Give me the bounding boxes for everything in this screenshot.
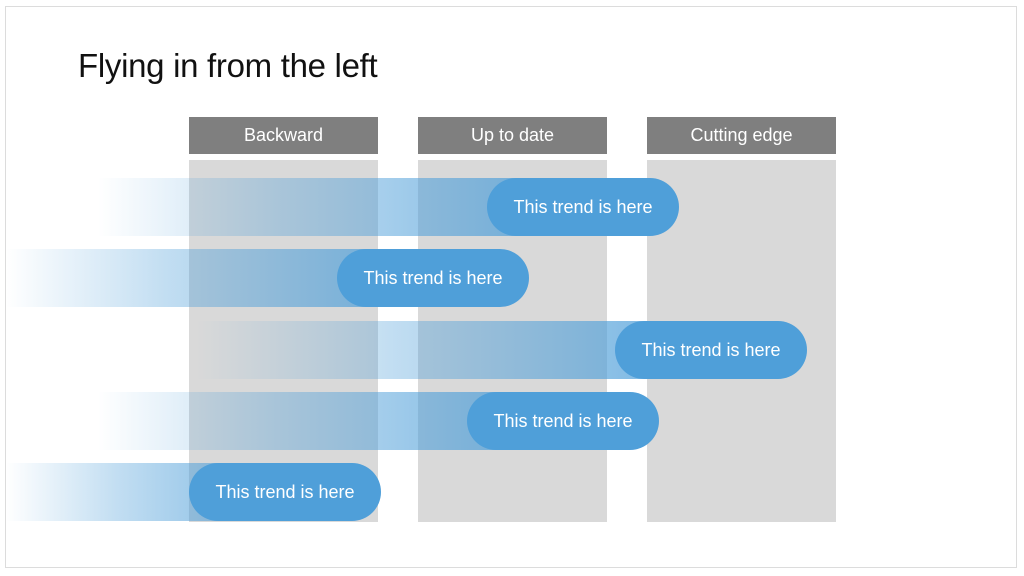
trend-pill: This trend is here <box>467 392 659 450</box>
trend-pill: This trend is here <box>615 321 807 379</box>
column-header-cutting-edge: Cutting edge <box>647 117 836 154</box>
slide: Flying in from the left Backward Up to d… <box>5 6 1017 568</box>
column-header-up-to-date: Up to date <box>418 117 607 154</box>
trend-pill: This trend is here <box>487 178 679 236</box>
slide-title: Flying in from the left <box>78 47 378 84</box>
trend-pill: This trend is here <box>189 463 381 521</box>
column-header-backward: Backward <box>189 117 378 154</box>
trend-pill: This trend is here <box>337 249 529 307</box>
